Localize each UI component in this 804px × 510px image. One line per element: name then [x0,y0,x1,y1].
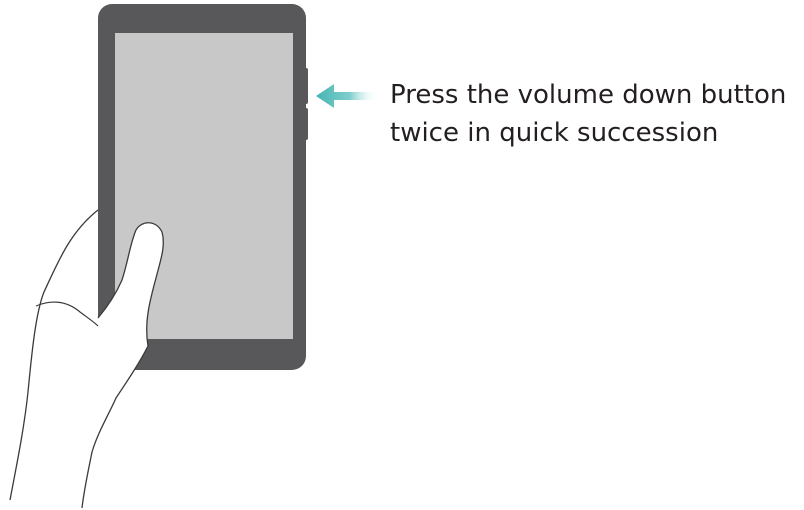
hand-palm-line [36,302,98,326]
hand-outline [10,210,98,500]
instruction-line-1: Press the volume down button [390,76,786,114]
arrow-icon [316,84,378,108]
instruction-line-2: twice in quick succession [390,114,786,152]
instruction-caption: Press the volume down button twice in qu… [390,76,786,152]
